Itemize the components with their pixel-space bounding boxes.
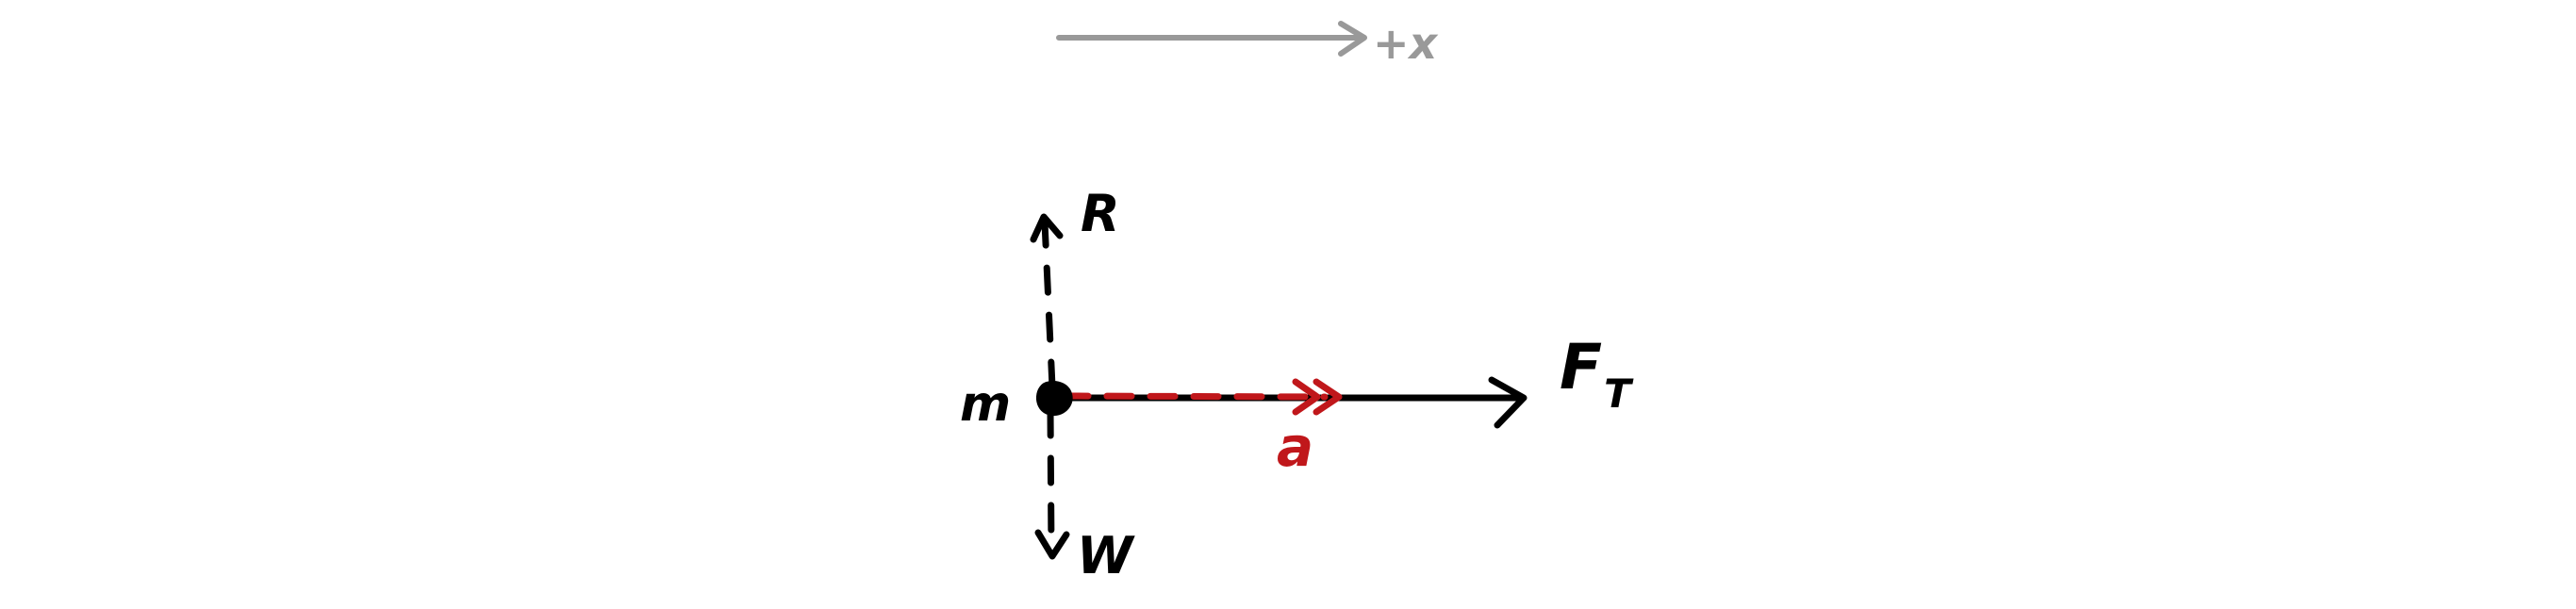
positive-x-direction: +x — [1056, 18, 1439, 69]
weight-force-arrow — [1047, 407, 1055, 555]
mass: m — [960, 376, 1073, 433]
tension-force-label: FT — [1560, 331, 1634, 417]
reaction-force-label: R — [1081, 184, 1120, 243]
x-direction-label: +x — [1373, 18, 1439, 69]
tension-force: FT — [1054, 331, 1634, 429]
mass-label: m — [960, 376, 1011, 433]
tension-force-symbol: F — [1560, 331, 1602, 403]
weight-force-label: W — [1077, 526, 1135, 585]
reaction-arrowhead — [1030, 213, 1064, 243]
acceleration: a — [1060, 378, 1343, 479]
tension-arrowhead — [1488, 376, 1527, 429]
acceleration-label: a — [1277, 415, 1313, 479]
reaction-force-arrow — [1041, 219, 1056, 390]
reaction-force: R — [1030, 184, 1120, 390]
mass-point — [1036, 381, 1073, 416]
tension-force-subscript: T — [1604, 370, 1634, 417]
acceleration-arrow — [1060, 392, 1329, 401]
weight-arrowhead — [1034, 529, 1070, 560]
x-direction-arrow — [1056, 21, 1367, 57]
weight-force: W — [1034, 407, 1135, 585]
acceleration-double-arrowhead — [1292, 378, 1343, 416]
